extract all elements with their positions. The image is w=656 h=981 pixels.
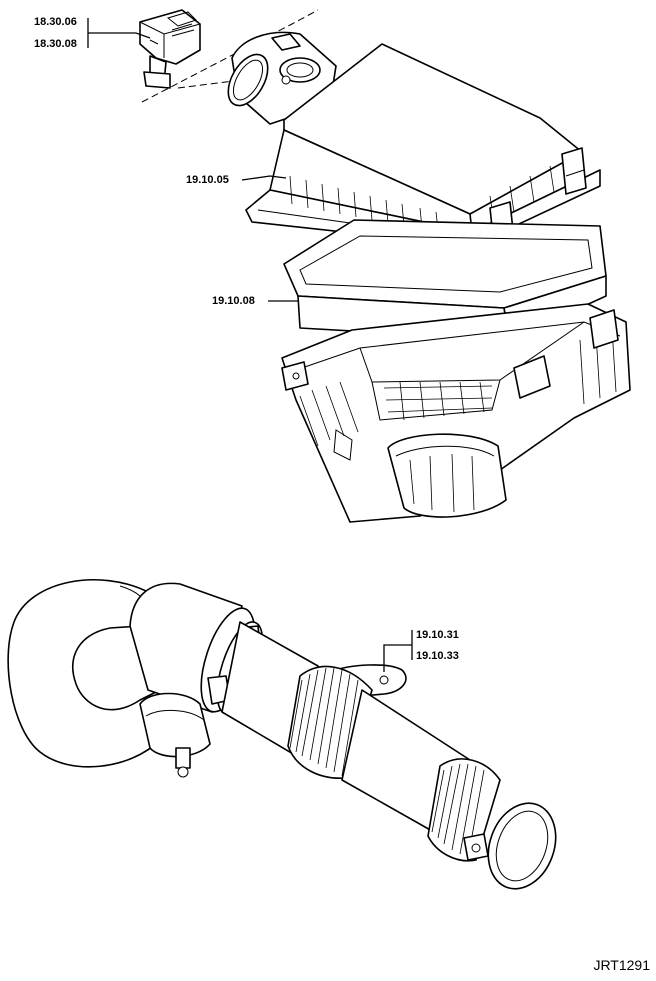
- sensor-part-number-2: 18.30.08: [34, 38, 77, 50]
- duct-part-number-1: 19.10.31: [416, 629, 459, 641]
- intake-duct: [7, 578, 557, 890]
- air-cleaner-cover: [227, 31, 601, 247]
- mass-air-flow-sensor: [139, 9, 201, 89]
- sensor-part-number-1: 18.30.06: [34, 16, 77, 28]
- figure-id: JRT1291: [593, 957, 650, 973]
- cover-part-number: 19.10.05: [186, 174, 229, 186]
- filter-part-number: 19.10.08: [212, 295, 255, 307]
- air-cleaner-housing: [281, 303, 631, 523]
- duct-part-number-2: 19.10.33: [416, 650, 459, 662]
- leader-lines: [87, 18, 413, 672]
